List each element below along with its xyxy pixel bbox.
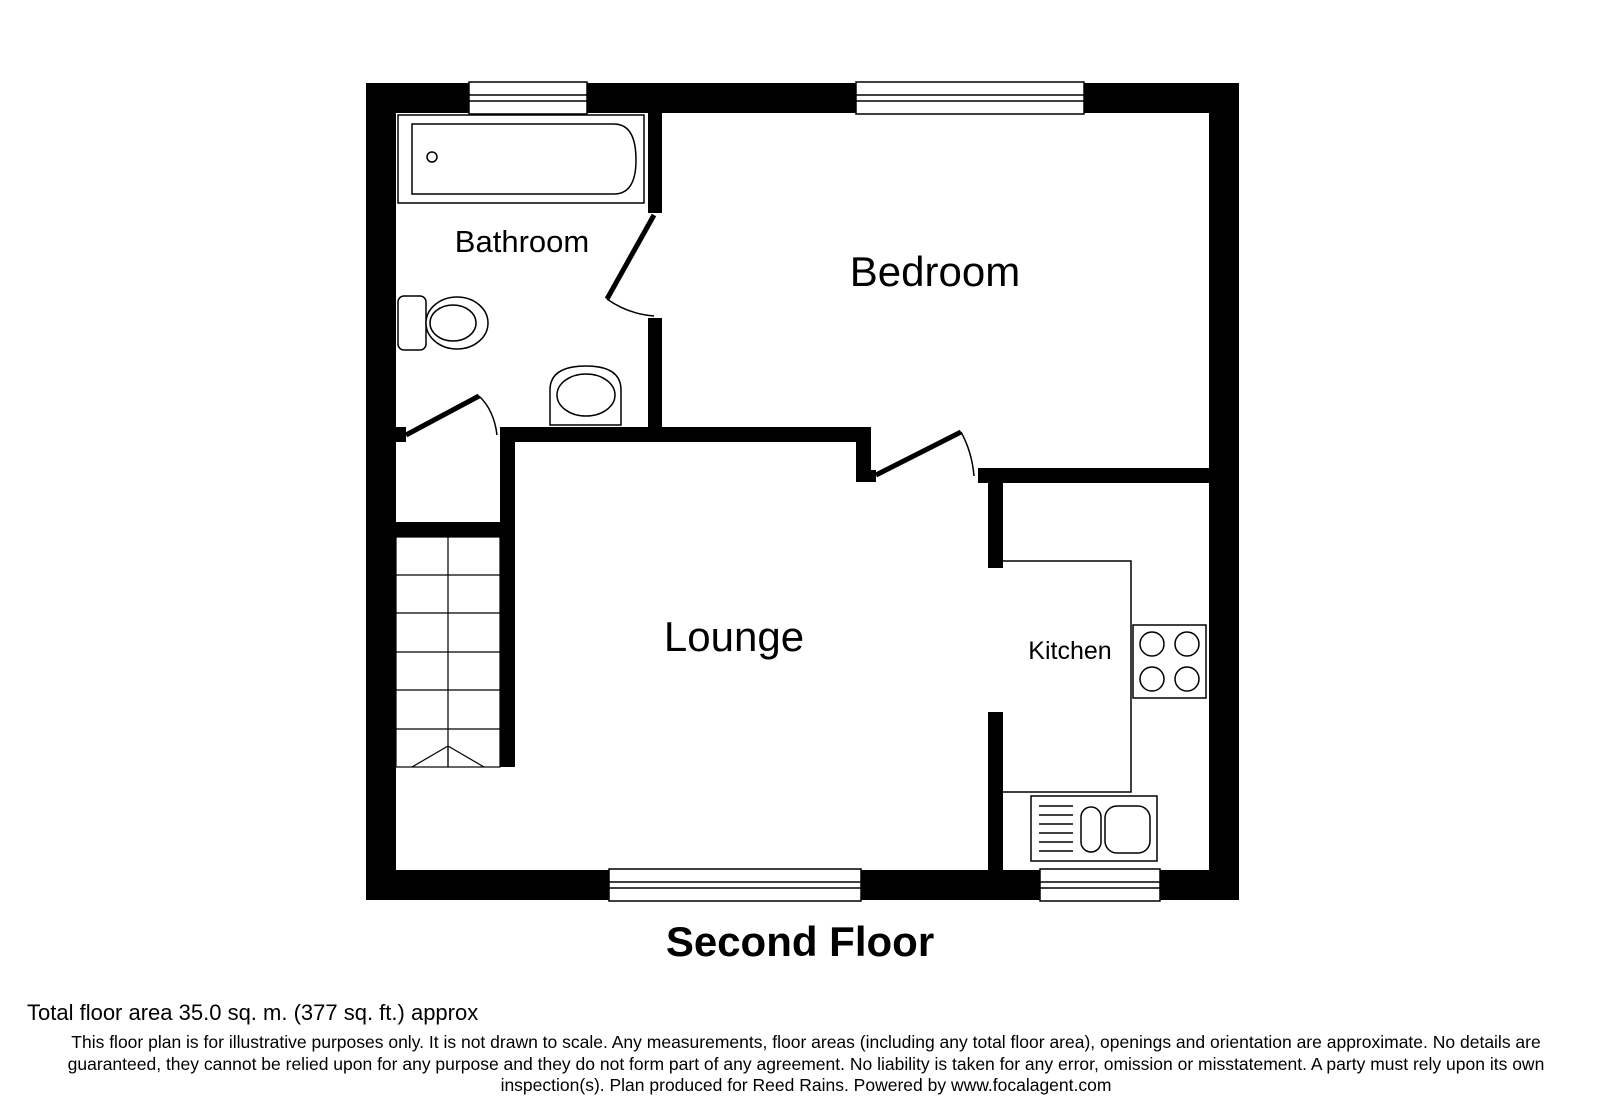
basin-icon <box>549 365 622 426</box>
total-floor-area: Total floor area 35.0 sq. m. (377 sq. ft… <box>27 1000 479 1025</box>
hob-icon <box>1132 624 1207 699</box>
sink-icon <box>1030 795 1158 862</box>
door-bedroom <box>874 429 975 478</box>
room-label-bedroom: Bedroom <box>850 248 1020 295</box>
door-bathroom <box>604 213 657 317</box>
bathtub-icon <box>397 114 645 204</box>
kitchen-worktop <box>1003 560 1132 793</box>
room-label-bathroom: Bathroom <box>455 224 589 259</box>
disclaimer-text: This floor plan is for illustrative purp… <box>67 1032 1545 1095</box>
door-landing <box>404 393 498 438</box>
windows <box>468 81 1161 902</box>
window-bedroom <box>855 81 1085 115</box>
window-bathroom <box>468 81 588 115</box>
stairs-icon <box>395 536 501 768</box>
outer-walls <box>366 83 1239 900</box>
doors <box>404 213 975 478</box>
floor-title: Second Floor <box>665 918 935 965</box>
room-label-lounge: Lounge <box>664 613 804 660</box>
window-kitchen <box>1039 868 1161 902</box>
window-lounge <box>608 868 862 902</box>
interior-walls <box>396 113 1209 870</box>
room-label-kitchen: Kitchen <box>1028 637 1111 665</box>
toilet-icon <box>397 295 489 351</box>
